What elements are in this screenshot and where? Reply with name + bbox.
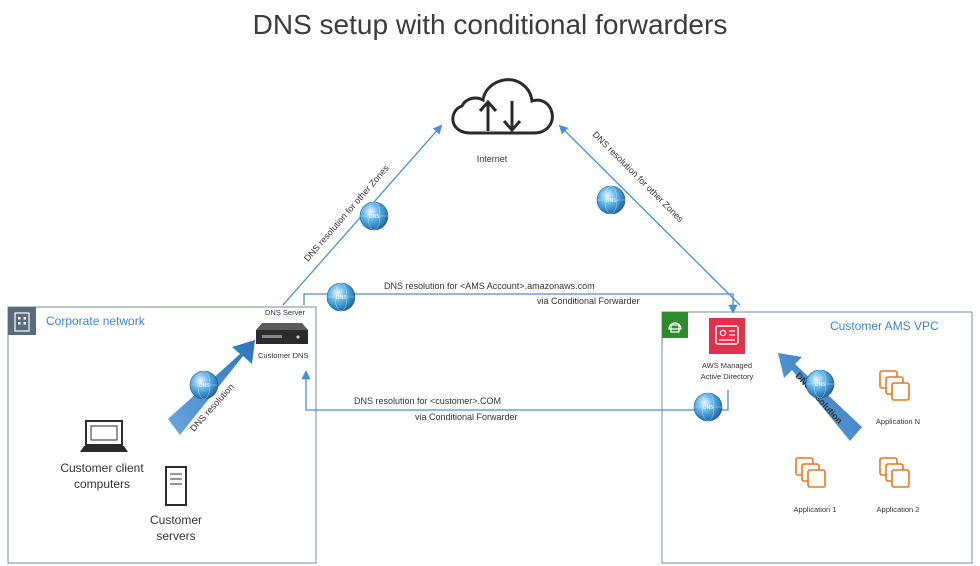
top-forwarder-arrow	[303, 293, 738, 314]
dns-globe-icon: DNS	[189, 370, 219, 400]
svg-text:DNS: DNS	[815, 382, 826, 388]
servers-label-1: Customer	[150, 513, 202, 527]
internet-label: Internet	[477, 154, 508, 164]
ad-label-1: AWS Managed	[702, 361, 752, 370]
svg-text:DNS: DNS	[703, 405, 714, 411]
customer-dns-label: Customer DNS	[258, 351, 308, 360]
client-label-2: computers	[74, 477, 130, 491]
client-label-1: Customer client	[60, 461, 144, 475]
vpc-box	[661, 311, 973, 564]
vpc-label: Customer AMS VPC	[830, 319, 939, 333]
application-n-label: Application N	[876, 417, 920, 426]
corporate-network-box	[7, 306, 317, 564]
page-title: DNS setup with conditional forwarders	[253, 9, 728, 40]
application-2-label: Application 2	[877, 505, 920, 514]
dns-globe-icon: DNS	[805, 369, 835, 399]
servers-label-2: servers	[156, 529, 195, 543]
cloud-icon	[451, 78, 554, 135]
dns-globe-icon: DNS	[326, 282, 356, 312]
dns-server-icon	[256, 323, 308, 344]
dns-globe-icon: DNS	[693, 392, 723, 422]
bottom-forwarder-label-1: DNS resolution for <customer>.COM	[354, 396, 501, 406]
ad-label-2: Active Directory	[701, 372, 754, 381]
top-forwarder-label-2: via Conditional Forwarder	[537, 296, 640, 306]
top-forwarder-label-1: DNS resolution for <AMS Account>.amazona…	[384, 281, 595, 291]
dns-globe-icon: DNS	[359, 201, 389, 231]
server-tower-icon	[165, 466, 187, 506]
right-flow-arrow	[558, 124, 741, 306]
bottom-forwarder-label-2: via Conditional Forwarder	[415, 412, 518, 422]
managed-ad-icon	[709, 318, 745, 354]
bottom-forwarder-arrow	[301, 370, 729, 411]
building-icon	[8, 307, 36, 335]
vpc-lock-icon	[662, 312, 688, 338]
svg-text:DNS: DNS	[199, 383, 210, 389]
svg-text:DNS: DNS	[369, 214, 380, 220]
application-1-label: Application 1	[794, 505, 837, 514]
svg-text:DNS: DNS	[336, 295, 347, 301]
dns-globe-icon: DNS	[596, 185, 626, 215]
computer-icon	[80, 420, 128, 452]
svg-text:DNS: DNS	[606, 198, 617, 204]
dns-server-label: DNS Server	[265, 308, 306, 317]
corporate-network-label: Corporate network	[46, 314, 146, 328]
